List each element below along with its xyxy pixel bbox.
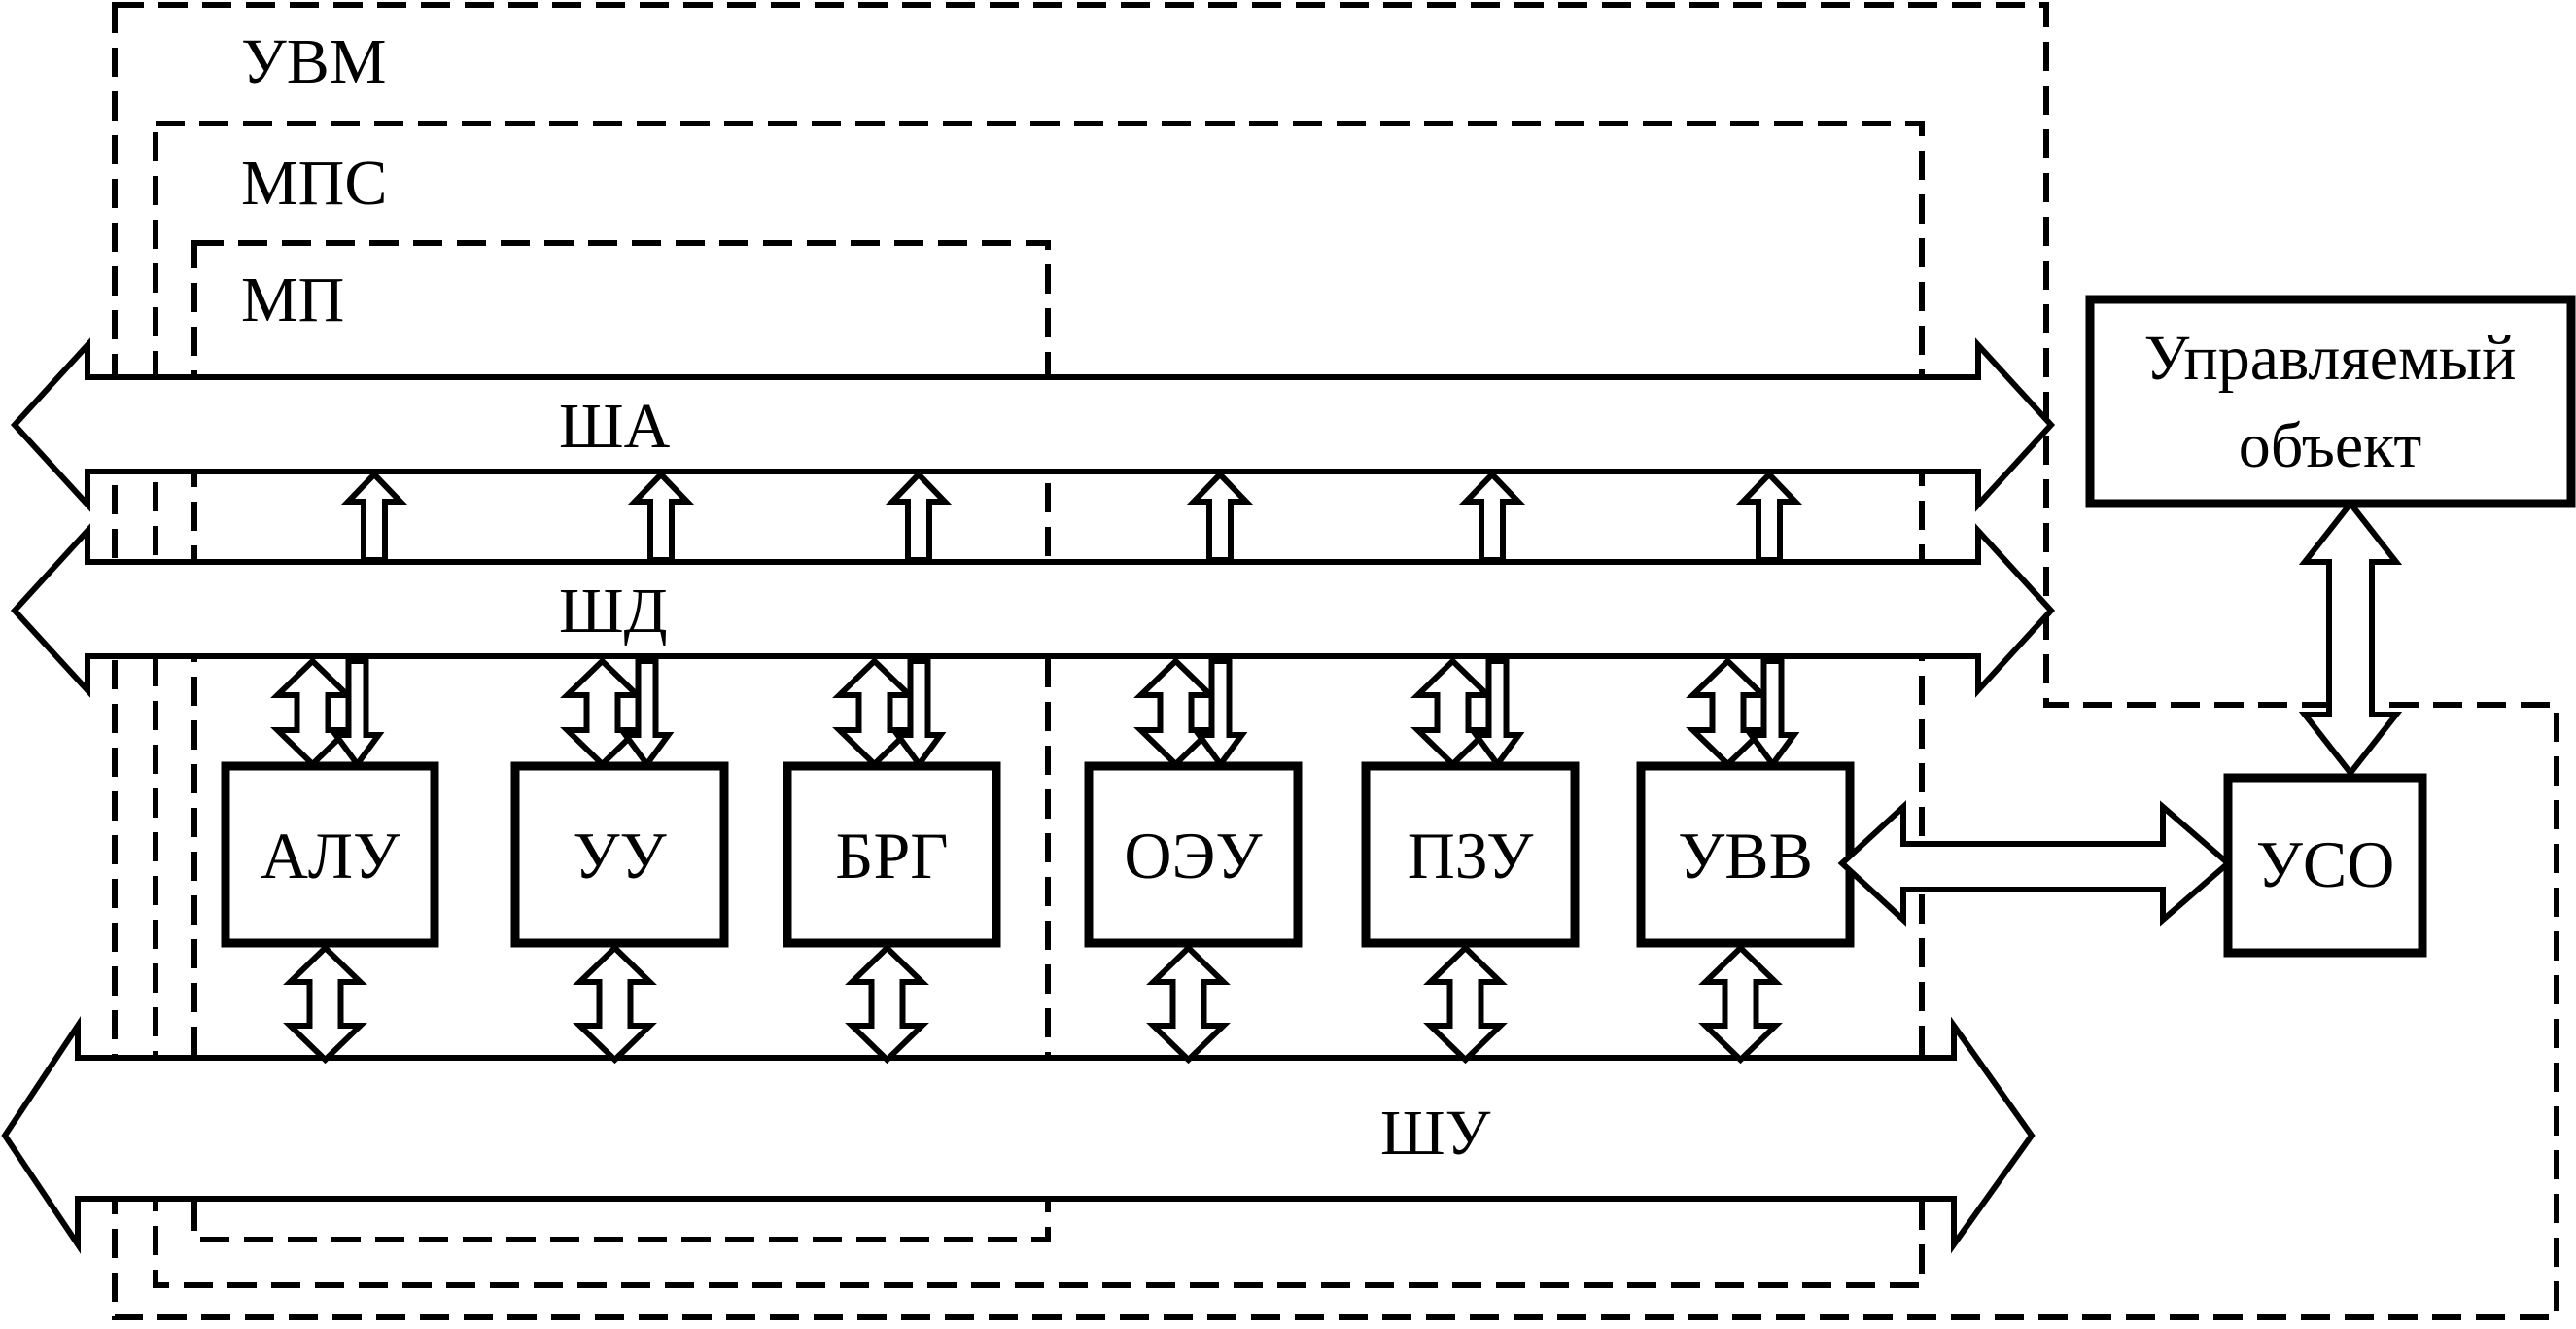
region-mps-boundary	[153, 121, 1925, 1288]
region-mps-label: МПС	[241, 148, 387, 219]
data-link-arrow-alu	[270, 656, 355, 769]
block-uu	[510, 761, 729, 948]
data-link-arrow-brg	[832, 656, 917, 769]
control-link-arrow-uvv	[1698, 943, 1783, 1065]
address-link-arrow-uu	[619, 658, 675, 770]
uso-block	[2223, 773, 2427, 958]
address-tap-arrow-alu	[340, 470, 408, 563]
address-link-arrow-brg	[891, 658, 947, 770]
data-link-arrow-uvv	[1686, 656, 1770, 769]
address-tap-arrow-oeu	[1186, 470, 1254, 563]
control-link-arrow-brg	[845, 943, 929, 1065]
control-link-arrow-pzu	[1423, 943, 1508, 1065]
address-tap-arrow-brg	[885, 470, 953, 563]
data-link-arrow-pzu	[1410, 656, 1495, 769]
unit-blocks: АЛУ УУ БРГ ОЭУ ПЗУ УВВ	[221, 470, 1855, 1065]
block-label-uu: УУ	[573, 819, 667, 892]
control-bus-label: ШУ	[1380, 1098, 1491, 1169]
block-uvv	[1636, 761, 1855, 948]
block-pzu	[1361, 761, 1580, 948]
block-alu	[221, 761, 439, 948]
address-bus-label: ША	[559, 391, 671, 462]
control-link-arrow-alu	[283, 943, 367, 1065]
control-bus	[1, 1016, 2036, 1254]
address-link-arrow-pzu	[1470, 658, 1525, 770]
block-oeu	[1084, 761, 1303, 948]
uvv-uso-arrow	[1837, 800, 2233, 927]
uso-object-arrow	[2298, 499, 2403, 778]
address-link-arrow-alu	[330, 658, 385, 770]
address-tap-arrow-pzu	[1458, 470, 1526, 563]
control-link-arrow-oeu	[1146, 943, 1231, 1065]
region-mp-label: МП	[241, 264, 344, 335]
block-label-pzu: ПЗУ	[1408, 819, 1534, 892]
address-link-arrow-uvv	[1745, 658, 1800, 770]
uso-label: УСО	[2256, 827, 2395, 901]
address-tap-arrow-uu	[627, 470, 695, 563]
data-bus-label: ШД	[559, 576, 668, 647]
address-link-arrow-oeu	[1193, 658, 1248, 770]
block-label-uvv: УВВ	[1678, 819, 1813, 892]
region-mp-boundary	[191, 240, 1051, 1242]
block-brg	[783, 761, 1001, 948]
address-bus	[10, 337, 2056, 512]
region-uvm-label: УВМ	[241, 26, 386, 97]
address-tap-arrow-uvv	[1735, 470, 1803, 563]
control-link-arrow-uu	[573, 943, 657, 1065]
block-label-brg: БРГ	[835, 819, 948, 892]
controlled-object-block	[2085, 295, 2576, 508]
block-label-oeu: ОЭУ	[1124, 819, 1263, 892]
data-bus	[10, 523, 2056, 698]
region-uvm-boundary	[112, 2, 2559, 1320]
data-link-arrow-oeu	[1133, 656, 1218, 769]
data-link-arrow-uu	[560, 656, 644, 769]
block-label-alu: АЛУ	[261, 819, 400, 892]
controlled-object-line1: Управляемый	[2144, 323, 2517, 394]
controlled-object-line2: объект	[2239, 410, 2421, 481]
